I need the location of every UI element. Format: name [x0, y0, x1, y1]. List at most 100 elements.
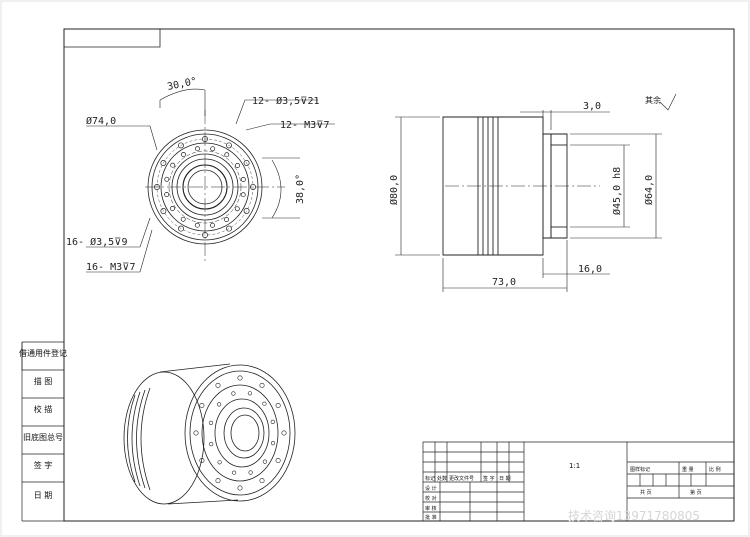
iso-inner-hole [209, 421, 213, 425]
outer-bolt-hole [226, 143, 231, 148]
outer-bolt-hole [161, 208, 166, 213]
iso-inner-hole [232, 471, 236, 475]
dim-arc: 38,0° [295, 174, 306, 204]
iso-bolt-hole [282, 431, 286, 435]
role-check: 校 对 [425, 495, 437, 502]
front-view-inner-holes [165, 147, 246, 228]
sheet-number: 第 页 [690, 489, 702, 496]
iso-inner-hole [271, 441, 275, 445]
inner-bolt-hole [165, 192, 169, 196]
isometric-view [124, 364, 295, 504]
drawing-border [64, 29, 734, 521]
dim-holes-bottom: 16- Ø3,5⊽9 [66, 236, 128, 248]
outer-bolt-hole [178, 143, 183, 148]
iso-inner-hole [218, 461, 222, 465]
iso-inner-hole [217, 403, 221, 407]
front-view [145, 110, 285, 262]
front-view-dimension-lines [86, 89, 335, 272]
dim-length: 73,0 [492, 277, 516, 288]
iso-bolt-hole [200, 403, 204, 407]
side-view [443, 117, 600, 255]
inner-bolt-hole [171, 163, 175, 167]
inner-bolt-hole [165, 177, 169, 181]
inner-bolt-hole [235, 163, 239, 167]
outer-bolt-hole [161, 160, 166, 165]
scale-label: 比 例 [709, 466, 721, 473]
inner-bolt-hole [224, 217, 228, 221]
role-review: 审 核 [425, 505, 437, 512]
dim-flange-length: 16,0 [578, 264, 602, 275]
outer-bolt-hole [244, 160, 249, 165]
strip-label-reg: 借通用件登记 [19, 348, 67, 358]
rev-header-sign: 签 字 [483, 475, 495, 482]
dim-body-dia: Ø80,0 [388, 175, 400, 205]
title-block-lines [423, 442, 734, 521]
inner-bolt-hole [195, 147, 199, 151]
inner-bolt-hole [241, 193, 245, 197]
sheets-total: 共 页 [640, 489, 652, 496]
front-view-outer-holes [154, 136, 255, 237]
outer-bolt-hole [178, 226, 183, 231]
dim-bore-dia: Ø45,0 h8 [611, 167, 623, 215]
outer-bolt-hole [202, 232, 207, 237]
iso-bolt-hole [216, 478, 220, 482]
role-design: 设 计 [425, 485, 437, 492]
inner-bolt-hole [181, 152, 185, 156]
rev-header-doc: 更改文件号 [449, 475, 474, 482]
inner-bolt-hole [235, 207, 239, 211]
weight-label: 重 量 [682, 466, 694, 473]
iso-inner-hole [249, 471, 253, 475]
iso-bolt-hole [276, 403, 280, 407]
inner-bolt-hole [170, 206, 174, 210]
dim-outer-dia: Ø74,0 [86, 115, 116, 127]
iso-bolt-hole [194, 431, 198, 435]
scale-value: 1:1 [569, 462, 580, 470]
dim-thread-top: 12- M3⊽7 [280, 120, 329, 131]
strip-label-date: 日 期 [34, 491, 53, 500]
side-view-dimension-lines [395, 94, 676, 292]
watermark: 技术咨询13971780805 [568, 508, 700, 523]
iso-inner-hole [232, 392, 236, 396]
strip-label-old-number: 旧底图总号 [23, 432, 63, 442]
iso-inner-hole [263, 402, 267, 406]
dim-thread-bottom: 16- M3⊽7 [86, 262, 135, 273]
iso-bolt-hole [276, 458, 280, 462]
rev-header-date: 日 期 [499, 476, 511, 482]
inner-bolt-hole [195, 223, 199, 227]
iso-bolt-hole [260, 383, 264, 387]
iso-inner-hole [271, 420, 275, 424]
iso-bolt-hole [238, 376, 242, 380]
strip-label-sign: 签 字 [34, 460, 53, 470]
iso-bolt-hole [200, 458, 204, 462]
iso-inner-hole [263, 460, 267, 464]
strip-label-check-trace: 校 描 [34, 404, 53, 414]
strip-label-trace: 描 图 [34, 376, 53, 386]
inner-bolt-hole [210, 223, 214, 227]
iso-bolt-hole [216, 383, 220, 387]
outer-bolt-hole [226, 226, 231, 231]
iso-inner-hole [209, 442, 213, 446]
top-left-code-box [64, 29, 160, 47]
stage-label: 图样标记 [630, 466, 650, 473]
dim-offset: 3,0 [583, 101, 601, 112]
iso-bolt-hole [260, 478, 264, 482]
outer-bolt-hole [154, 184, 159, 189]
rev-header-count: 处数 [437, 475, 447, 482]
iso-bolt-hole [238, 486, 242, 490]
inner-bolt-hole [241, 177, 245, 181]
outer-bolt-hole [250, 184, 255, 189]
iso-inner-hole [248, 392, 252, 396]
outer-bolt-hole [244, 208, 249, 213]
inner-bolt-hole [181, 217, 185, 221]
outer-bolt-hole [202, 136, 207, 141]
dim-flange-dia: Ø64,0 [643, 175, 655, 205]
dim-holes-top: 12- Ø3,5⊽21 [252, 95, 320, 107]
rev-header-mark: 标记 [425, 475, 435, 482]
inner-bolt-hole [211, 147, 215, 151]
roughness-note: 其余 [645, 95, 661, 105]
left-registration-strip [22, 342, 64, 521]
role-approve: 批 准 [425, 514, 437, 521]
inner-bolt-hole [225, 153, 229, 157]
